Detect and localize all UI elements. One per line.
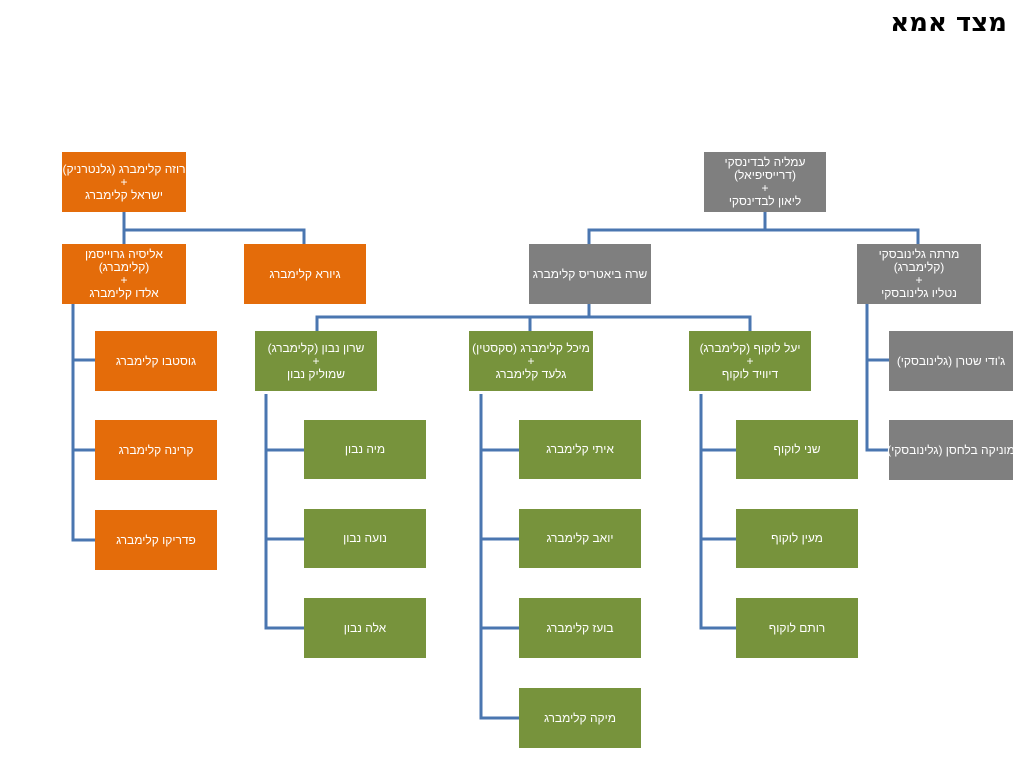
node-text-line: מיקה קלימברג xyxy=(544,710,616,725)
node-mayan: מעין לוקוף xyxy=(736,509,858,568)
node-text-line: מרתה גלינובסקי xyxy=(878,247,960,261)
node-text-line: נטליו גלינובסקי xyxy=(881,286,957,300)
connector-yael-children xyxy=(699,394,736,630)
node-karina: קרינה קלימברג xyxy=(95,420,217,480)
node-text-line: פדריקו קלימברג xyxy=(116,532,196,547)
node-noa: נועה נבון xyxy=(304,509,426,568)
node-mika: מיקה קלימברג xyxy=(519,688,641,748)
node-text-line: גלעד קלימברג xyxy=(495,366,567,381)
node-text-line: קרינה קלימברג xyxy=(118,442,194,457)
node-text-line: בועז קלימברג xyxy=(546,620,614,635)
node-text-line: מיה נבון xyxy=(344,442,386,456)
node-text-line: + xyxy=(120,273,128,287)
node-michal-gilad: מיכל קלימברג (סקסטין)+גלעד קלימברג xyxy=(469,331,593,391)
node-maya: מיה נבון xyxy=(304,420,426,479)
node-text-line: גוסטבו קלימברג xyxy=(115,353,197,368)
node-text-line: רוזה קלימברג (גלנטרניק) xyxy=(62,161,186,176)
node-text-line: ישראל קלימברג xyxy=(85,187,163,202)
node-marta-natalio: מרתה גלינובסקי(קלימברג)+נטליו גלינובסקי xyxy=(857,244,981,304)
node-text-line: + xyxy=(312,353,320,368)
node-text-line: עמליה לבדינסקי xyxy=(724,155,806,169)
node-text-line: (קלימברג) xyxy=(893,260,945,274)
connector-alicia-children xyxy=(71,304,95,542)
node-sara: שרה ביאטריס קלימברג xyxy=(529,244,651,304)
node-text-line: (קלימברג) xyxy=(98,260,150,274)
node-judy: ג'ודי שטרן (גלינובסקי) xyxy=(889,331,1013,391)
node-text-line: (דרייסיפיאל) xyxy=(734,168,796,182)
node-boaz: בועז קלימברג xyxy=(519,598,641,658)
node-text-line: נועה נבון xyxy=(343,531,387,545)
node-text-line: שמוליק נבון xyxy=(286,366,346,381)
node-text-line: אלדו קלימברג xyxy=(89,286,159,300)
node-text-line: אלה נבון xyxy=(343,620,387,635)
node-text-line: אליסיה גרוייסמן xyxy=(85,247,163,261)
page-title: מצד אמא xyxy=(890,8,1007,38)
node-yael-david: יעל לוקוף (קלימברג)+דיוויד לוקוף xyxy=(689,331,811,391)
node-amalia-leon: עמליה לבדינסקי(דרייסיפיאל)+ליאון לבדינסק… xyxy=(704,152,826,212)
node-yoav: יואב קלימברג xyxy=(519,509,641,568)
connector-sharon-children xyxy=(264,394,304,630)
node-text-line: שרון נבון (קלימברג) xyxy=(267,340,365,355)
node-sharon-shmulik: שרון נבון (קלימברג)+שמוליק נבון xyxy=(255,331,377,391)
node-shani: שני לוקוף xyxy=(736,420,858,479)
node-text-line: מיכל קלימברג (סקסטין) xyxy=(472,340,590,355)
node-text-line: דיוויד לוקוף xyxy=(721,366,779,381)
node-text-line: יעל לוקוף (קלימברג) xyxy=(699,340,801,355)
node-roza-israel: רוזה קלימברג (גלנטרניק)+ישראל קלימברג xyxy=(62,152,186,212)
node-text-line: רותם לוקוף xyxy=(768,620,826,635)
node-giora: גיורא קלימברג xyxy=(244,244,366,304)
node-alicia-aldo: אליסיה גרוייסמן(קלימברג)+אלדו קלימברג xyxy=(62,244,186,304)
node-text-line: ליאון לבדינסקי xyxy=(728,194,802,208)
connector-amalia-children xyxy=(587,212,767,244)
node-gustavo: גוסטבו קלימברג xyxy=(95,331,217,391)
node-text-line: שרה ביאטריס קלימברג xyxy=(532,266,648,281)
node-text-line: מוניקה בלחסן (גלינובסקי) xyxy=(887,442,1015,457)
node-text-line: גיורא קלימברג xyxy=(269,266,341,281)
node-text-line: איתי קלימברג xyxy=(546,442,614,456)
node-itay: איתי קלימברג xyxy=(519,420,641,479)
node-text-line: שני לוקוף xyxy=(773,442,821,456)
node-text-line: ג'ודי שטרן (גלינובסקי) xyxy=(896,353,1006,368)
node-ella: אלה נבון xyxy=(304,598,426,658)
connector-sara-yael xyxy=(589,315,752,331)
node-text-line: + xyxy=(527,353,535,368)
connector-marta-children xyxy=(865,304,889,452)
connector-sara-children xyxy=(315,304,591,331)
node-text-line: + xyxy=(120,174,128,189)
node-rotem: רותם לוקוף xyxy=(736,598,858,658)
node-monica: מוניקה בלחסן (גלינובסקי) xyxy=(887,420,1015,480)
node-text-line: מעין לוקוף xyxy=(771,531,823,545)
connector-roza-children xyxy=(122,212,306,244)
node-federico: פדריקו קלימברג xyxy=(95,510,217,570)
node-text-line: + xyxy=(746,353,754,368)
node-text-line: יואב קלימברג xyxy=(546,531,614,545)
node-text-line: + xyxy=(761,181,769,195)
node-text-line: + xyxy=(915,273,923,287)
connector-amalia-marta xyxy=(765,228,920,244)
connector-michal-children xyxy=(479,394,519,720)
